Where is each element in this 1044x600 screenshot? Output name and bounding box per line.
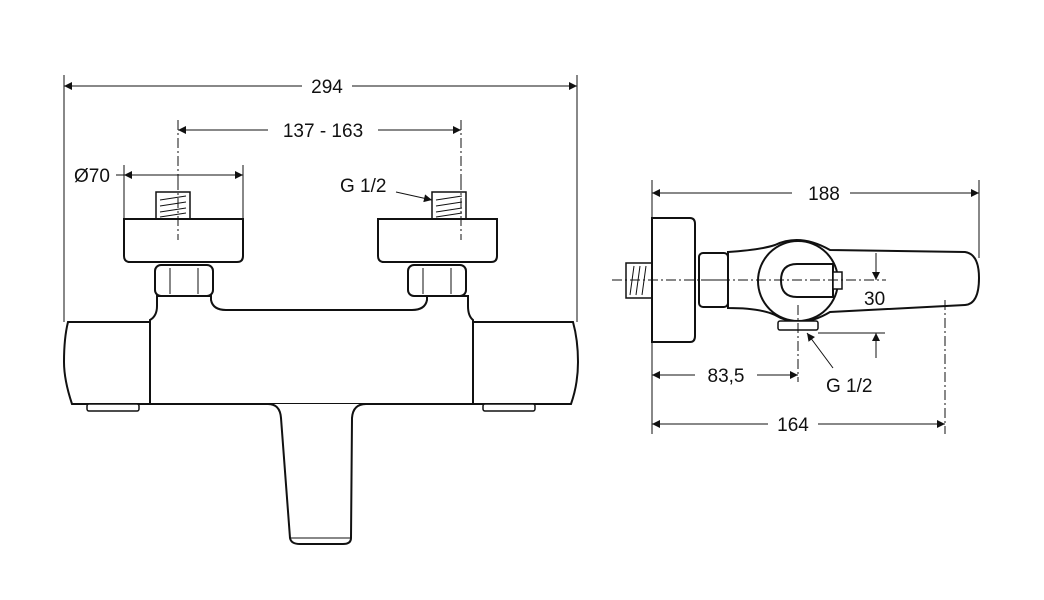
temperature-handle: [62, 321, 151, 405]
dimension-diameter-label: Ø70: [74, 166, 110, 187]
side-view: 188 30 83,5 G 1/2 164: [612, 180, 981, 436]
dimension-width-label: 294: [311, 77, 343, 98]
dimension-depth-label: 188: [808, 184, 840, 205]
front-view: 294 137 - 163 Ø70 G 1/2: [62, 74, 580, 545]
flow-handle: [472, 321, 580, 405]
hex-nut-right: [407, 264, 467, 297]
leader-line: [395, 191, 433, 203]
mixer-body: [149, 295, 474, 405]
escutcheon-left: [123, 218, 244, 263]
dimension-height-label: 30: [864, 289, 885, 310]
leader-line: [806, 332, 834, 369]
dimension-spacing-label: 137 - 163: [283, 121, 363, 142]
inlet-thread-left: [155, 191, 191, 220]
thread-label: G 1/2: [340, 176, 386, 197]
dimension-outlet-label: 83,5: [708, 366, 745, 387]
dimension-lever-label: 164: [777, 415, 809, 436]
escutcheon-right: [377, 218, 498, 263]
outlet-thread-label: G 1/2: [826, 376, 872, 397]
spout: [150, 403, 472, 545]
hex-nut-left: [154, 264, 214, 297]
inlet-thread-right: [431, 191, 467, 220]
